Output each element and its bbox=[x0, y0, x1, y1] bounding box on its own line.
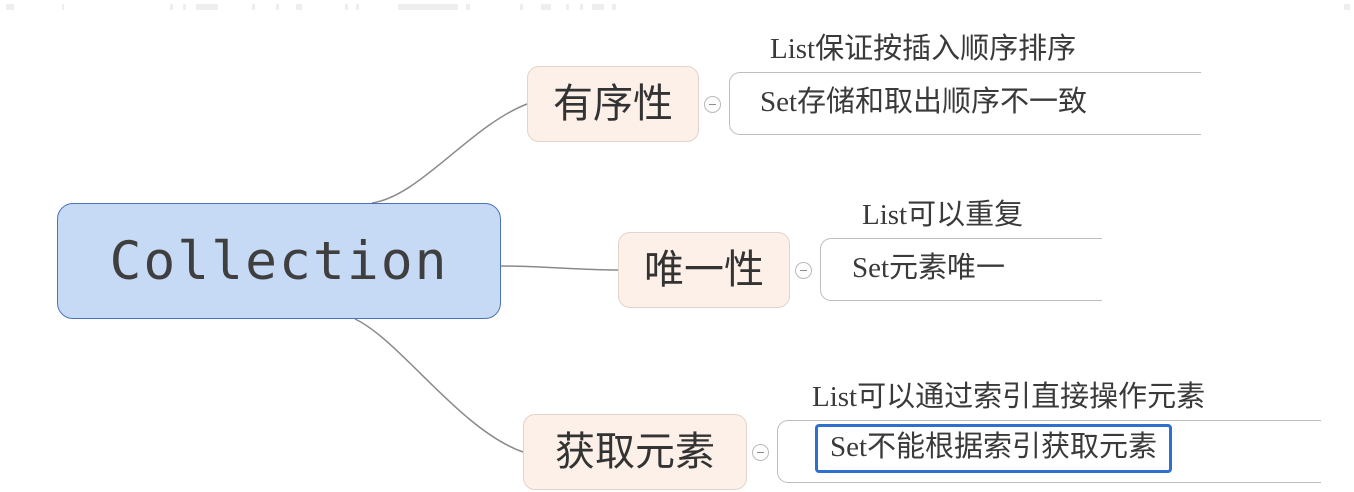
leaf-text-list-uniqueness[interactable]: List可以重复 bbox=[862, 199, 1024, 231]
minus-circle-icon bbox=[757, 451, 764, 454]
leaf-bracket-bottom-extension bbox=[753, 134, 1201, 135]
leaf-bracket-bottom-extension bbox=[801, 482, 1321, 483]
root-node[interactable]: Collection bbox=[57, 203, 501, 319]
leaf-text-set-uniqueness[interactable]: Set元素唯一 bbox=[852, 252, 1006, 284]
leaf-group-access bbox=[777, 420, 1321, 483]
branch-node-label: 有序性 bbox=[553, 81, 673, 126]
branch-node-access[interactable]: 获取元素 bbox=[523, 414, 747, 490]
collapse-toggle-access[interactable] bbox=[752, 444, 769, 461]
leaf-bracket bbox=[820, 238, 850, 301]
leaf-text-list-ordering[interactable]: List保证按插入顺序排序 bbox=[770, 33, 1077, 65]
leaf-text-list-access[interactable]: List可以通过索引直接操作元素 bbox=[812, 381, 1206, 413]
leaf-text-set-ordering[interactable]: Set存储和取出顺序不一致 bbox=[760, 86, 1088, 118]
branch-node-label: 获取元素 bbox=[555, 429, 715, 474]
leaf-text-set-access[interactable]: Set不能根据索引获取元素 bbox=[815, 424, 1173, 473]
leaf-bracket-top-extension bbox=[844, 238, 1102, 239]
branch-node-ordering[interactable]: 有序性 bbox=[527, 66, 699, 142]
leaf-group-ordering bbox=[729, 72, 1201, 135]
leaf-bracket bbox=[777, 420, 807, 483]
minus-circle-icon bbox=[800, 269, 807, 272]
collapse-toggle-ordering[interactable] bbox=[704, 96, 721, 113]
leaf-bracket-top-extension bbox=[801, 420, 1321, 421]
root-node-label: Collection bbox=[109, 230, 449, 292]
branch-node-uniqueness[interactable]: 唯一性 bbox=[618, 232, 790, 308]
minus-circle-icon bbox=[709, 103, 716, 106]
top-artifact-strip bbox=[0, 0, 1354, 14]
branch-node-label: 唯一性 bbox=[644, 247, 764, 292]
leaf-group-uniqueness bbox=[820, 238, 1102, 301]
collapse-toggle-uniqueness[interactable] bbox=[795, 262, 812, 279]
leaf-bracket-top-extension bbox=[753, 72, 1201, 73]
leaf-bracket-bottom-extension bbox=[844, 300, 1102, 301]
leaf-bracket bbox=[729, 72, 759, 135]
